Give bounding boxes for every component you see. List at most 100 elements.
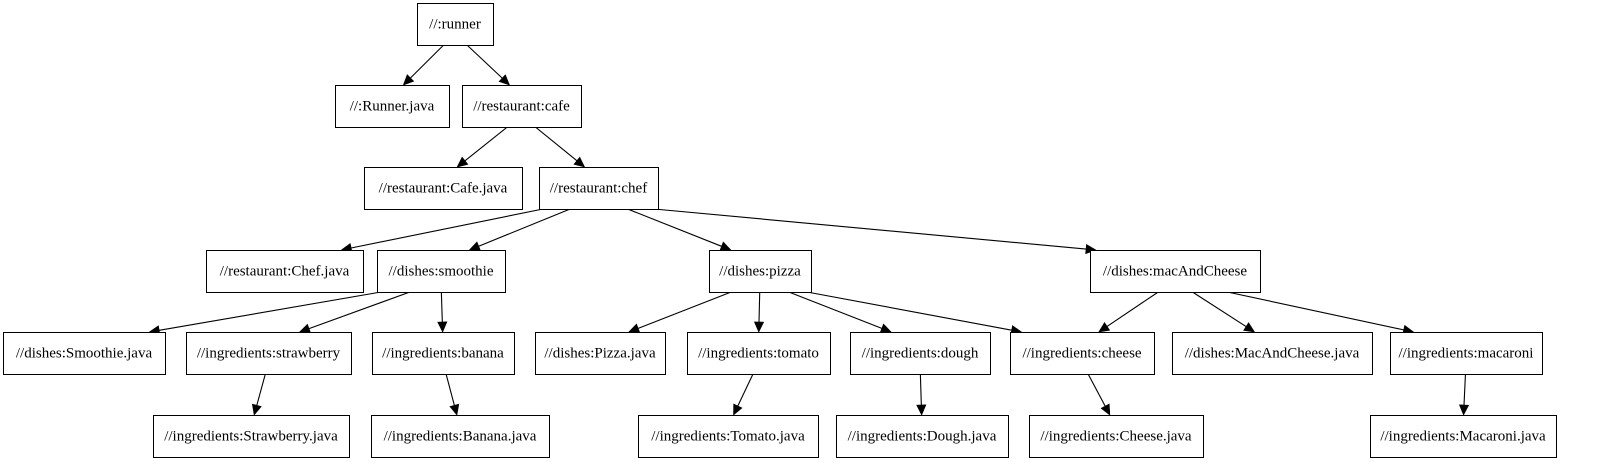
edge-line — [351, 208, 544, 249]
edge-line — [737, 373, 754, 407]
node-label: //ingredients:Strawberry.java — [164, 428, 338, 444]
edge-line — [1227, 291, 1404, 331]
graph-edge-dishes_macandcheese-to-dishes_mac_java — [1192, 291, 1256, 333]
graph-node-runner_java[interactable]: //:Runner.java — [335, 85, 450, 128]
edge-line — [464, 126, 508, 162]
edge-line — [1192, 291, 1247, 328]
node-box — [372, 332, 515, 375]
edge-line — [440, 291, 443, 323]
edge-arrowhead-icon — [573, 156, 586, 168]
graph-edge-dishes_pizza-to-dishes_pizza_java — [628, 291, 732, 333]
graph-edge-ing_macaroni-to-ing_macaroni_java — [1458, 373, 1470, 416]
node-label: //restaurant:cafe — [473, 98, 570, 114]
edge-line — [466, 44, 503, 79]
edge-arrowhead-icon — [879, 323, 892, 333]
graph-edge-dishes_smoothie-to-ing_strawberry — [298, 291, 411, 334]
graph-node-dishes_macandcheese[interactable]: //dishes:macAndCheese — [1090, 250, 1261, 293]
graph-node-dishes_mac_java[interactable]: //dishes:MacAndCheese.java — [1172, 332, 1373, 375]
graph-node-ing_dough[interactable]: //ingredients:dough — [850, 332, 991, 375]
graph-node-dishes_smoothie[interactable]: //dishes:smoothie — [377, 250, 506, 293]
edge-arrowhead-icon — [1098, 322, 1111, 333]
node-label: //ingredients:Cheese.java — [1040, 428, 1192, 444]
graph-node-restaurant_chef_java[interactable]: //restaurant:Chef.java — [206, 250, 364, 293]
edge-line — [806, 291, 1012, 331]
graph-edge-dishes_macandcheese-to-ing_cheese — [1098, 291, 1159, 333]
node-label: //restaurant:Cafe.java — [379, 180, 508, 196]
node-label: //ingredients:cheese — [1022, 345, 1141, 361]
graph-node-ing_banana_java[interactable]: //ingredients:Banana.java — [371, 415, 550, 458]
edge-line — [627, 208, 722, 247]
graph-node-dishes_pizza[interactable]: //dishes:pizza — [709, 250, 812, 293]
graph-node-restaurant_chef[interactable]: //restaurant:chef — [539, 167, 659, 210]
graph-node-ing_macaroni_java[interactable]: //ingredients:Macaroni.java — [1370, 415, 1557, 458]
edge-line — [445, 373, 455, 406]
edge-arrowhead-icon — [733, 403, 743, 416]
node-box — [3, 332, 166, 375]
edge-arrowhead-icon — [1458, 404, 1470, 416]
graph-edge-ing_cheese-to-ing_cheese_java — [1087, 373, 1111, 416]
edge-arrowhead-icon — [456, 156, 469, 168]
node-label: //ingredients:tomato — [698, 345, 819, 361]
node-box — [206, 250, 364, 293]
graph-edge-dishes_smoothie-to-dishes_smoothie_java — [148, 291, 382, 336]
edge-arrowhead-icon — [628, 323, 641, 333]
node-label: //dishes:MacAndCheese.java — [1185, 345, 1360, 361]
edge-arrowhead-icon — [449, 403, 460, 416]
node-box — [1370, 415, 1557, 458]
graph-node-ing_tomato_java[interactable]: //ingredients:Tomato.java — [638, 415, 819, 458]
node-label: //ingredients:banana — [382, 345, 504, 361]
graph-node-ing_dough_java[interactable]: //ingredients:Dough.java — [836, 415, 1009, 458]
node-box — [462, 85, 582, 128]
node-box — [638, 415, 819, 458]
node-label: //ingredients:Macaroni.java — [1380, 428, 1546, 444]
graph-node-dishes_pizza_java[interactable]: //dishes:Pizza.java — [535, 332, 666, 375]
node-box — [1390, 332, 1543, 375]
node-label: //dishes:Pizza.java — [544, 345, 656, 361]
graph-node-restaurant_cafe_java[interactable]: //restaurant:Cafe.java — [364, 167, 523, 210]
node-box — [850, 332, 991, 375]
node-label: //ingredients:Dough.java — [848, 428, 997, 444]
graph-edge-ing_tomato-to-ing_tomato_java — [733, 373, 754, 416]
graph-edge-restaurant_chef-to-dishes_macandcheese — [653, 208, 1097, 255]
graph-node-dishes_smoothie_java[interactable]: //dishes:Smoothie.java — [3, 332, 166, 375]
node-label: //ingredients:macaroni — [1399, 345, 1534, 361]
graph-node-ing_strawberry[interactable]: //ingredients:strawberry — [186, 332, 352, 375]
node-box — [1010, 332, 1155, 375]
edge-line — [758, 291, 761, 323]
graph-node-restaurant_cafe[interactable]: //restaurant:cafe — [462, 85, 582, 128]
node-label: //restaurant:Chef.java — [220, 263, 350, 279]
graph-node-ing_macaroni[interactable]: //ingredients:macaroni — [1390, 332, 1543, 375]
node-layer: //:runner //:Runner.java //restaurant:cafe… — [3, 3, 1557, 458]
graph-node-ing_strawberry_java[interactable]: //ingredients:Strawberry.java — [153, 415, 350, 458]
node-label: //dishes:smoothie — [389, 263, 494, 279]
edge-arrowhead-icon — [468, 241, 481, 251]
graph-edge-restaurant_chef-to-restaurant_chef_java — [340, 208, 544, 253]
graph-edge-restaurant_chef-to-dishes_smoothie — [468, 208, 571, 251]
graph-node-ing_tomato[interactable]: //ingredients:tomato — [687, 332, 831, 375]
graph-edge-runner-to-restaurant_cafe — [466, 44, 511, 86]
node-label: //ingredients:strawberry — [197, 345, 341, 361]
node-box — [535, 332, 666, 375]
edge-line — [308, 291, 411, 330]
edge-line — [256, 373, 266, 406]
node-box — [377, 250, 506, 293]
edge-arrowhead-icon — [437, 321, 448, 333]
graph-node-ing_banana[interactable]: //ingredients:banana — [372, 332, 515, 375]
graph-node-runner[interactable]: //:runner — [417, 3, 494, 46]
graph-node-ing_cheese[interactable]: //ingredients:cheese — [1010, 332, 1155, 375]
node-label: //:runner — [429, 16, 481, 32]
node-box — [539, 167, 659, 210]
node-label: //restaurant:chef — [550, 180, 647, 196]
node-box — [709, 250, 812, 293]
edge-line — [1463, 373, 1467, 406]
edge-arrowhead-icon — [402, 74, 415, 86]
graph-edge-ing_dough-to-ing_dough_java — [916, 373, 927, 416]
edge-arrowhead-icon — [251, 403, 262, 416]
graph-node-ing_cheese_java[interactable]: //ingredients:Cheese.java — [1029, 415, 1204, 458]
node-box — [364, 167, 523, 210]
edge-arrowhead-icon — [1243, 322, 1256, 333]
node-box — [417, 3, 494, 46]
node-label: //dishes:pizza — [719, 263, 801, 279]
